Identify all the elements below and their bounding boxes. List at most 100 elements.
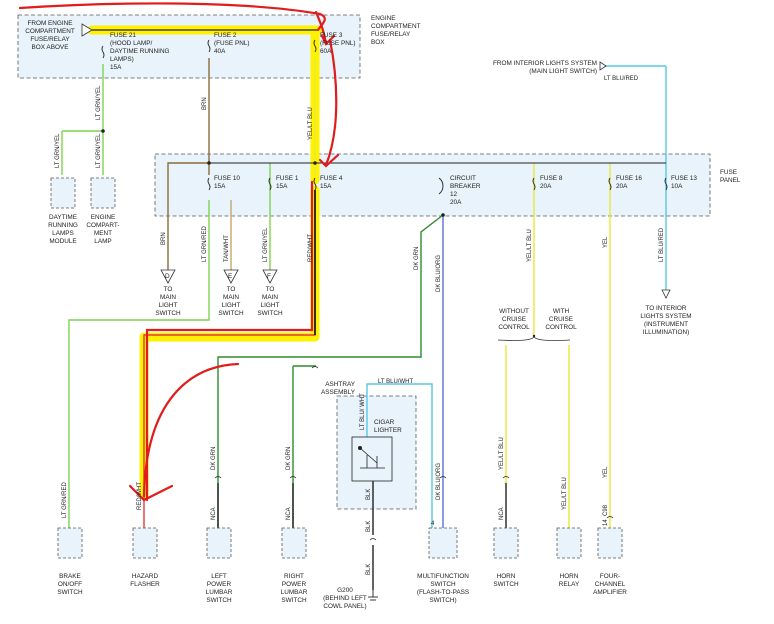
svg-text:SWITCH: SWITCH [430,581,456,588]
svg-text:DK GRN: DK GRN [414,247,420,270]
svg-text:LT BLU/RED: LT BLU/RED [659,227,665,262]
component-labels: DAYTIME RUNNING LAMPS MODULE ENGINE COMP… [48,214,627,604]
svg-text:40A: 40A [214,48,226,55]
interior-lights-to-label: TO INTERIOR LIGHTS SYSTEM (INSTRUMENT IL… [640,305,691,336]
svg-text:FUSE 2: FUSE 2 [214,32,237,39]
svg-text:BRN: BRN [161,232,167,245]
svg-text:LAMP: LAMP [94,238,111,245]
fuse-panel-label: FUSE PANEL [720,169,741,184]
svg-text:BRN: BRN [202,97,208,110]
svg-text:LAMPS: LAMPS [52,230,74,237]
svg-text:FROM INTERIOR LIGHTS SYSTEM: FROM INTERIOR LIGHTS SYSTEM [493,60,597,67]
svg-text:LT BLU/ WHT: LT BLU/ WHT [360,393,366,430]
from-engine-arrow-icon [81,23,93,37]
svg-text:G200: G200 [337,587,353,594]
svg-text:LIGHT: LIGHT [261,302,280,309]
svg-text:C98: C98 [603,504,609,516]
svg-text:SWITCH: SWITCH [57,589,83,596]
to-interior-arrow-icon [661,289,671,299]
wire-lt-grn-yel-top [61,64,104,175]
svg-text:LT BLU/RED: LT BLU/RED [604,76,639,82]
svg-text:LT GRN/YEL: LT GRN/YEL [96,85,102,120]
from-engine-label: FROM ENGINE COMPARTMENT FUSE/RELAY BOX A… [25,20,75,51]
svg-text:(FUSE PNL): (FUSE PNL) [214,40,250,47]
main-light-ref-d: D [160,269,176,284]
svg-text:FLASHER: FLASHER [130,581,160,588]
svg-text:LT BLU/WHT: LT BLU/WHT [378,379,413,385]
svg-text:60A: 60A [320,48,332,55]
svg-text:MODULE: MODULE [49,238,76,245]
svg-text:BOX: BOX [371,39,385,46]
svg-text:E: E [228,273,232,280]
svg-text:TO: TO [164,286,173,293]
svg-text:MENT: MENT [94,230,112,237]
svg-text:NCA: NCA [499,507,505,520]
svg-text:15A: 15A [214,183,226,190]
fuse-panel-box [154,153,711,217]
svg-text:MULTIFUNCTION: MULTIFUNCTION [417,573,469,580]
wire-dk-grn [217,214,444,528]
svg-text:FUSE/RELAY: FUSE/RELAY [30,36,70,43]
engine-box-label: ENGINE COMPARTMENT FUSE/RELAY BOX [371,15,421,46]
svg-text:FROM ENGINE: FROM ENGINE [27,20,72,27]
svg-text:LEFT: LEFT [211,573,227,580]
svg-text:SWITCH: SWITCH [257,310,283,317]
svg-text:(HOOD LAMP/: (HOOD LAMP/ [110,40,152,47]
svg-text:ON/OFF: ON/OFF [58,581,82,588]
svg-text:FUSE 8: FUSE 8 [540,175,563,182]
svg-text:CIRCUIT: CIRCUIT [450,175,476,182]
svg-text:4: 4 [431,521,435,527]
main-light-ref-e: E [223,269,239,284]
svg-text:FUSE/RELAY: FUSE/RELAY [371,31,411,38]
svg-text:FUSE 16: FUSE 16 [616,175,642,182]
svg-text:PANEL: PANEL [720,177,741,184]
svg-text:CONTROL: CONTROL [498,324,530,331]
svg-text:RUNNING: RUNNING [48,222,78,229]
svg-text:RED/WHT: RED/WHT [308,234,314,262]
svg-text:CIGAR: CIGAR [374,419,395,426]
svg-text:FUSE 4: FUSE 4 [320,175,343,182]
svg-text:15A: 15A [110,64,122,71]
svg-text:DK BLU/ORG: DK BLU/ORG [436,463,442,500]
svg-text:MAIN: MAIN [160,294,176,301]
svg-text:TO: TO [266,286,275,293]
wire-nca-stubs [217,483,507,528]
ground-label: G200 (BEHIND LEFT COWL PANEL) [323,587,367,610]
main-light-ref-f: F [262,269,278,284]
svg-text:YEL: YEL [603,466,609,478]
svg-text:ASSEMBLY: ASSEMBLY [321,389,356,396]
svg-text:ENGINE: ENGINE [91,214,116,221]
svg-text:F: F [267,273,271,280]
red-markup-annotations [18,2,340,502]
svg-text:CHANNEL: CHANNEL [595,581,626,588]
svg-text:FUSE 13: FUSE 13 [671,175,697,182]
svg-text:(FUSE PNL): (FUSE PNL) [320,40,356,47]
svg-text:LIGHT: LIGHT [159,302,178,309]
svg-text:(FLASH-TO-PASS: (FLASH-TO-PASS [417,589,469,596]
svg-text:LAMPS): LAMPS) [110,56,134,63]
wire-lt-blu-wht [366,383,433,528]
svg-text:LIGHTER: LIGHTER [374,427,402,434]
svg-text:RED/WHT: RED/WHT [137,482,143,510]
svg-text:CONTROL: CONTROL [545,324,577,331]
svg-text:BREAKER: BREAKER [450,183,481,190]
svg-text:(BEHIND LEFT: (BEHIND LEFT [323,595,367,602]
component-boxes [50,177,623,559]
svg-text:LT GRN/YEL: LT GRN/YEL [263,227,269,262]
fuse-symbols [101,39,668,195]
svg-text:POWER: POWER [207,581,232,588]
svg-text:DAYTIME: DAYTIME [49,214,77,221]
svg-text:RELAY: RELAY [559,581,580,588]
svg-text:DAYTIME RUNNING: DAYTIME RUNNING [110,48,170,55]
fuse3-label: FUSE 3 (FUSE PNL) 60A [320,32,356,55]
svg-text:RIGHT: RIGHT [284,573,304,580]
svg-text:HORN: HORN [560,573,579,580]
from-interior-arrow-icon [599,61,607,71]
svg-text:HORN: HORN [497,573,516,580]
svg-text:FUSE 1: FUSE 1 [276,175,299,182]
interior-lights-from-label: FROM INTERIOR LIGHTS SYSTEM (MAIN LIGHT … [493,60,597,75]
svg-text:TO INTERIOR: TO INTERIOR [645,305,686,312]
svg-text:COMPARTMENT: COMPARTMENT [25,28,75,35]
svg-text:BLK: BLK [366,564,372,575]
svg-text:FUSE 21: FUSE 21 [110,32,136,39]
